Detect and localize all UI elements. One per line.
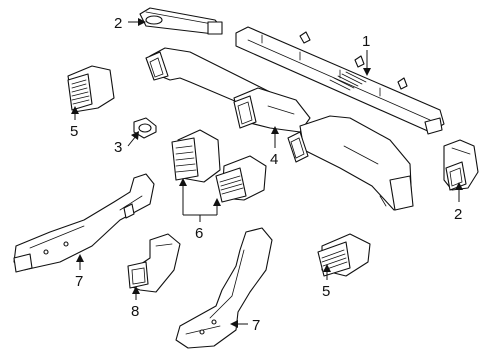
callout-6: 6	[195, 225, 203, 242]
part-7-floor-duct-right	[175, 227, 273, 349]
callout-leaders	[71, 18, 463, 328]
part-2-side-vent-elbow-right	[443, 139, 479, 191]
part-3-grommet	[133, 117, 157, 139]
part-1-vent-slats	[329, 71, 367, 91]
part-6-center-vent-right	[215, 155, 267, 203]
callout-7-left: 7	[75, 273, 83, 290]
part-2-side-vent-duct-top	[139, 7, 223, 35]
callout-7-right: 7	[252, 317, 260, 334]
callout-2-right: 2	[454, 206, 462, 223]
callout-5-right: 5	[322, 283, 330, 300]
callout-4: 4	[270, 151, 278, 168]
part-7-floor-duct-left	[13, 173, 155, 273]
part-6-center-vent-left	[171, 129, 221, 183]
part-1-defroster-duct	[235, 26, 445, 135]
callout-8: 8	[131, 303, 139, 320]
part-5-side-vent-grille-left	[67, 65, 115, 113]
callout-labels: 1 2 2 3 4 5 5 6 7 7 8	[70, 15, 462, 334]
callout-3: 3	[114, 139, 122, 156]
part-8-connector-duct	[127, 233, 181, 293]
callout-2-top: 2	[114, 15, 122, 32]
callout-5-left: 5	[70, 123, 78, 140]
part-4-main-duct	[145, 47, 414, 211]
callout-1: 1	[362, 33, 370, 50]
